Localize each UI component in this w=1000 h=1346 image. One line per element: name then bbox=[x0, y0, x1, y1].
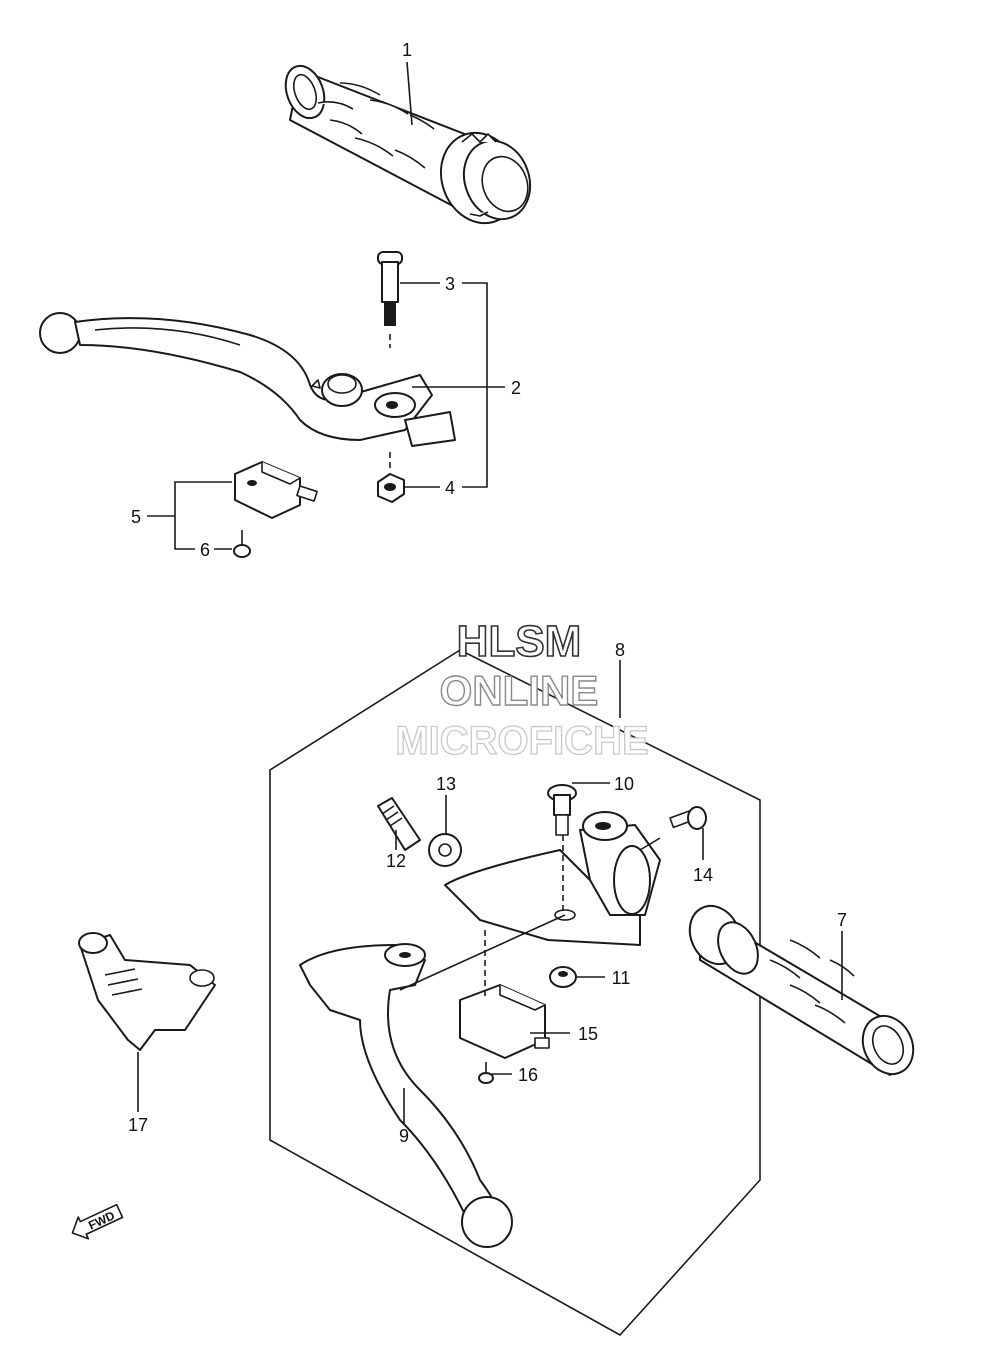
watermark-line3: MICROFICHE bbox=[395, 719, 648, 763]
callout-4[interactable]: 4 bbox=[445, 478, 455, 498]
callout-8[interactable]: 8 bbox=[615, 640, 625, 660]
brake-switch[interactable] bbox=[234, 461, 318, 519]
clutch-switch[interactable] bbox=[459, 930, 550, 1059]
callout-14[interactable]: 14 bbox=[693, 865, 713, 885]
watermark-line1: HLSM bbox=[457, 617, 582, 666]
callout-13[interactable]: 13 bbox=[436, 774, 456, 794]
clutch-switch-screw[interactable] bbox=[478, 1062, 494, 1084]
adjuster-locknut[interactable] bbox=[428, 833, 462, 867]
pivot-bolt-top[interactable] bbox=[377, 251, 403, 348]
watermark-line2: ONLINE bbox=[440, 667, 599, 714]
callout-5[interactable]: 5 bbox=[131, 507, 141, 527]
callout-7[interactable]: 7 bbox=[837, 910, 847, 930]
callout-1[interactable]: 1 bbox=[402, 40, 412, 60]
holder-bolt[interactable] bbox=[669, 806, 707, 830]
callout-12[interactable]: 12 bbox=[386, 851, 406, 871]
grip-right[interactable] bbox=[681, 898, 923, 1083]
callout-2[interactable]: 2 bbox=[511, 378, 521, 398]
watermark: HLSM ONLINE MICROFICHE bbox=[395, 616, 650, 763]
leader-lines bbox=[147, 61, 843, 1125]
clutch-lever-nut[interactable] bbox=[549, 966, 577, 988]
callout-labels: 1 2 3 4 5 6 7 8 9 10 11 12 13 14 15 16 1… bbox=[128, 40, 847, 1146]
callout-6[interactable]: 6 bbox=[200, 540, 210, 560]
callout-11[interactable]: 11 bbox=[612, 968, 631, 988]
callout-3[interactable]: 3 bbox=[445, 274, 455, 294]
callout-16[interactable]: 16 bbox=[518, 1065, 538, 1085]
callout-9[interactable]: 9 bbox=[399, 1126, 409, 1146]
assembly-outline bbox=[269, 649, 761, 1337]
pivot-bolt-bottom[interactable] bbox=[547, 784, 577, 836]
clutch-lever-holder[interactable] bbox=[444, 811, 661, 946]
callout-17[interactable]: 17 bbox=[128, 1115, 148, 1135]
switch-screw[interactable] bbox=[233, 530, 251, 558]
callout-10[interactable]: 10 bbox=[614, 774, 634, 794]
forward-arrow: FWD bbox=[71, 1203, 124, 1240]
callout-15[interactable]: 15 bbox=[578, 1024, 598, 1044]
lever-nut[interactable] bbox=[377, 452, 405, 503]
fwd-label: FWD bbox=[86, 1208, 117, 1232]
cable-fitting[interactable] bbox=[78, 932, 216, 1112]
cable-adjuster[interactable] bbox=[377, 797, 421, 851]
grip-top[interactable] bbox=[279, 60, 541, 234]
brake-lever[interactable] bbox=[39, 312, 456, 447]
clutch-lever[interactable] bbox=[299, 914, 566, 1248]
